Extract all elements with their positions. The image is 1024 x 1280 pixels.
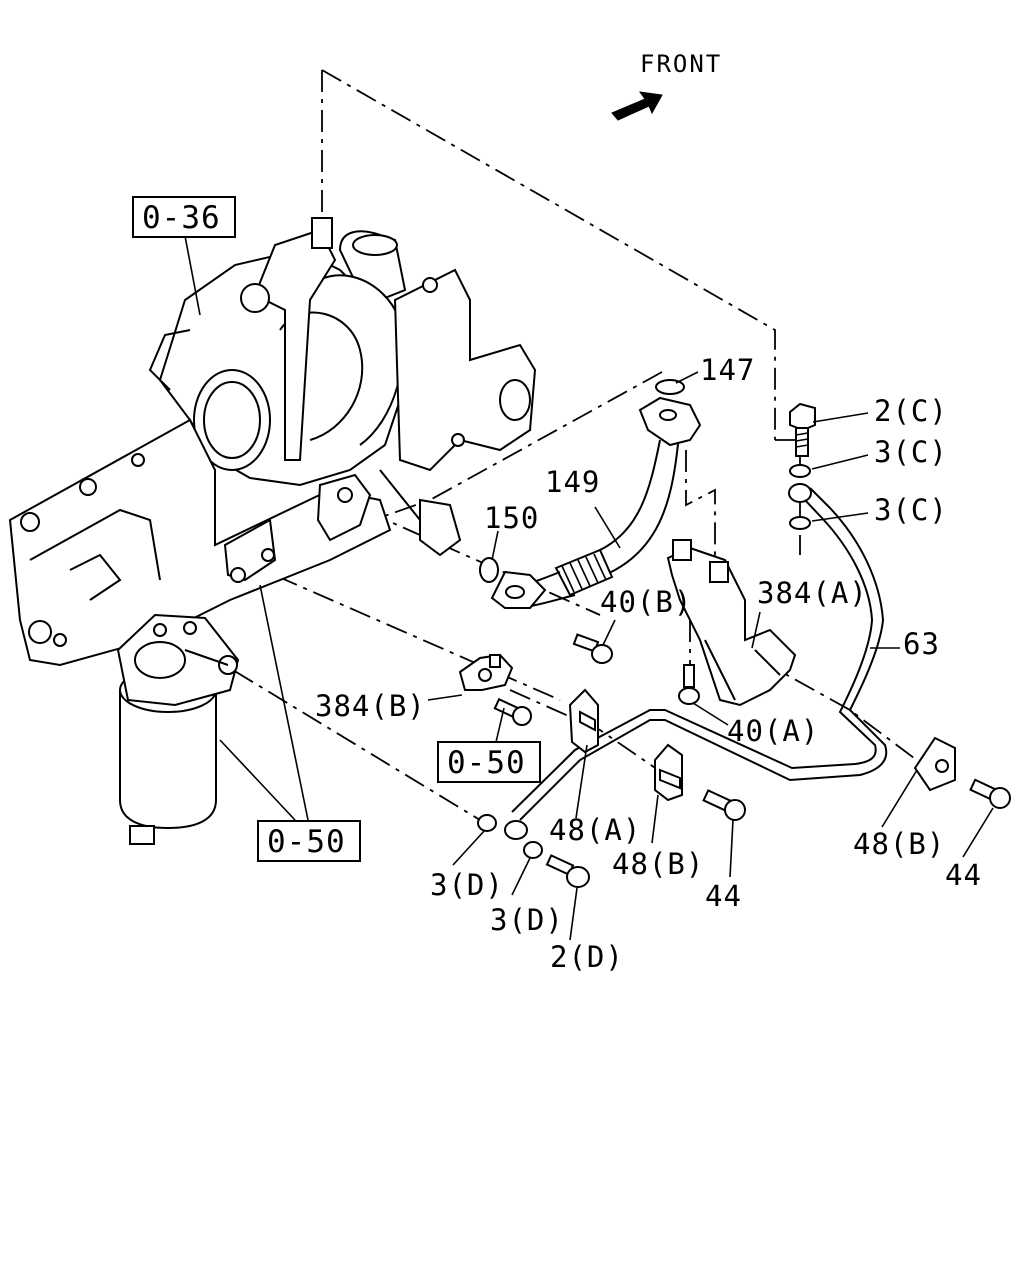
part-2d-eye-bolt xyxy=(545,854,590,888)
part-44-bolt-right xyxy=(969,778,1011,809)
part-3c-washer-lower xyxy=(789,516,811,530)
ref-box-turbo[interactable]: 0-36 xyxy=(132,196,236,238)
part-3d-washer-lower xyxy=(523,841,543,859)
oil-filter xyxy=(116,613,240,845)
part-40b-bolt xyxy=(572,633,613,664)
callout-40a: 40(A) xyxy=(727,714,819,748)
leader-lines xyxy=(184,235,994,941)
callout-48b-left: 48(B) xyxy=(612,847,704,881)
callout-63: 63 xyxy=(903,627,940,661)
callout-147: 147 xyxy=(700,353,755,387)
callout-384b: 384(B) xyxy=(315,689,426,723)
part-3d-washer-upper xyxy=(477,814,497,832)
part-48a-clamp xyxy=(568,688,599,754)
front-label: FRONT xyxy=(640,50,722,78)
part-48b-clamp-right xyxy=(913,736,956,792)
ref-box-filter[interactable]: 0-50 xyxy=(257,820,361,862)
callout-2c: 2(C) xyxy=(874,394,948,428)
part-147-oring xyxy=(655,379,685,395)
callout-44-right: 44 xyxy=(945,858,982,892)
part-2c-eye-bolt xyxy=(789,402,816,457)
part-384a-bracket xyxy=(666,539,797,707)
callout-384a: 384(A) xyxy=(757,576,868,610)
part-44-bolt-left xyxy=(702,789,746,821)
callout-3c-lower: 3(C) xyxy=(874,493,948,527)
part-48b-clamp-left xyxy=(654,743,683,802)
part-3c-washer-upper xyxy=(789,464,811,478)
callout-44-left: 44 xyxy=(705,879,742,913)
callout-149: 149 xyxy=(545,465,600,499)
bracket-bolt xyxy=(493,697,532,726)
ref-filter-label: 0-50 xyxy=(267,824,346,860)
callout-48a: 48(A) xyxy=(549,813,641,847)
part-384b-bracket xyxy=(458,653,514,691)
part-63-oil-line xyxy=(504,483,888,840)
front-arrow-icon xyxy=(611,91,663,121)
callout-3c-upper: 3(C) xyxy=(874,435,948,469)
callout-2d: 2(D) xyxy=(550,940,624,974)
ref-bracket-label: 0-50 xyxy=(447,745,526,781)
callout-40b: 40(B) xyxy=(600,585,692,619)
ref-box-bracket[interactable]: 0-50 xyxy=(437,741,541,783)
callout-150: 150 xyxy=(484,501,539,535)
part-149-feed-pipe xyxy=(490,396,702,609)
ref-turbo-label: 0-36 xyxy=(142,200,221,236)
turbocharger-assembly xyxy=(148,217,537,487)
part-40a-bolt xyxy=(678,664,700,705)
manifold-bracket xyxy=(8,418,462,667)
callout-3d-lower: 3(D) xyxy=(490,903,564,937)
part-150-oring xyxy=(479,557,499,583)
callout-3d-upper: 3(D) xyxy=(430,868,504,902)
callout-48b-right: 48(B) xyxy=(853,827,945,861)
